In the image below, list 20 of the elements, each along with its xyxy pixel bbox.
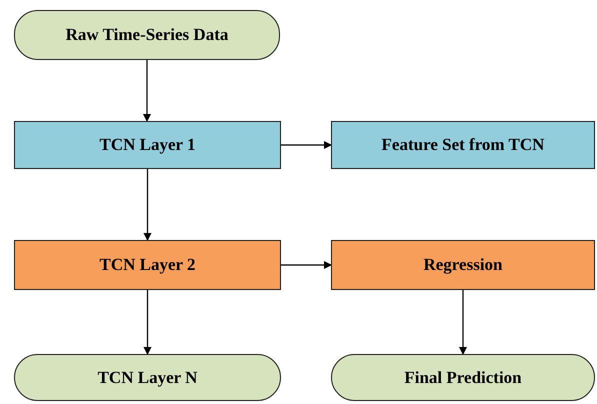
process-box xyxy=(331,121,595,169)
node-label: TCN Layer N xyxy=(98,366,198,389)
node-label: Feature Set from TCN xyxy=(382,134,544,156)
arrow xyxy=(281,261,332,269)
node-label: Regression xyxy=(423,254,502,276)
terminal-shape xyxy=(14,10,280,60)
arrow xyxy=(144,290,152,355)
node-label: TCN Layer 2 xyxy=(99,254,196,276)
node-label: Raw Time-Series Data xyxy=(66,24,228,46)
terminal-shape xyxy=(14,354,281,401)
process-box xyxy=(14,121,281,169)
arrow xyxy=(459,290,467,355)
process-box xyxy=(14,240,281,290)
node-label: TCN Layer 1 xyxy=(99,134,196,156)
node-label: Final Prediction xyxy=(404,366,522,389)
arrow xyxy=(144,169,152,241)
arrow xyxy=(143,60,151,122)
arrow xyxy=(281,141,332,149)
terminal-shape xyxy=(331,354,595,401)
process-box xyxy=(331,240,595,290)
